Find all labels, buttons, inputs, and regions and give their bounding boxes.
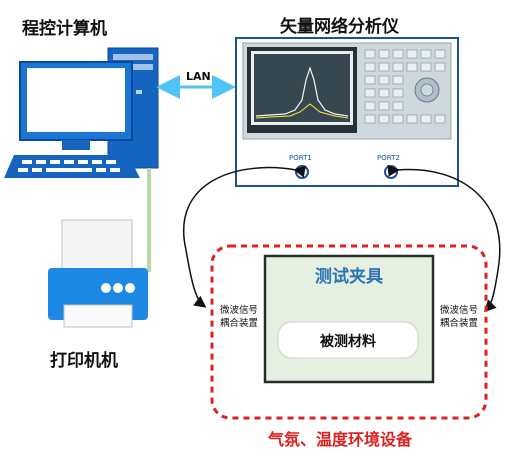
environment-box	[210, 244, 488, 420]
port1-label: PORT1	[289, 154, 312, 162]
cable-port2	[387, 164, 501, 313]
vna-icon	[235, 37, 459, 187]
fixture-box	[263, 254, 435, 384]
port2-label: PORT2	[377, 154, 400, 162]
printer-label: 打印机机	[50, 351, 118, 371]
coupler-left: 微波信号 耦合装置	[213, 304, 265, 330]
fixture-title: 测试夹具	[315, 267, 383, 287]
lan-label: LAN	[186, 70, 211, 83]
printer-icon	[48, 219, 148, 328]
coupler-right-line2: 耦合装置	[439, 318, 478, 329]
coupler-right-line1: 微波信号	[439, 305, 478, 316]
environment-label: 气氛、温度环境设备	[268, 430, 413, 449]
material-label: 被测材料	[320, 334, 376, 350]
coupler-left-line2: 耦合装置	[219, 318, 258, 329]
vna-label: 矢量网络分析仪	[280, 17, 399, 37]
cable-port1	[183, 165, 306, 308]
coupler-left-line1: 微波信号	[219, 305, 258, 316]
material-box	[277, 321, 419, 359]
coupler-right: 微波信号 耦合装置	[433, 304, 485, 330]
computer-icon	[4, 47, 159, 178]
computer-label: 程控计算机	[22, 19, 107, 39]
